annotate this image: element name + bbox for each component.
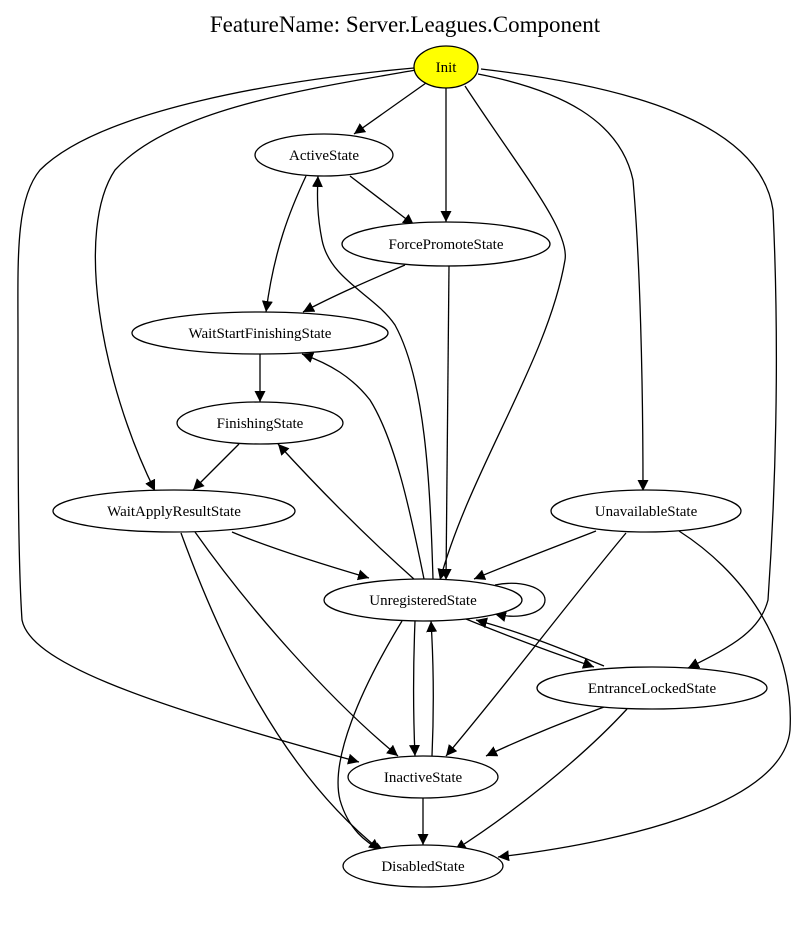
node-unavailable-state-label: UnavailableState — [595, 504, 698, 520]
edge-active-waitstartfinishing — [261, 175, 307, 313]
node-active-state-shape — [254, 133, 394, 177]
edge-unregistered-self — [494, 582, 546, 622]
edge-entrancelocked-inactive — [485, 706, 605, 757]
node-unregistered-state-label: UnregisteredState — [369, 593, 477, 609]
node-unavailable-state: UnavailableState — [550, 489, 742, 533]
nodes: Init ActiveState ForcePromoteState WaitS… — [52, 45, 768, 888]
edge-waitapplyresult-disabled — [180, 532, 381, 851]
node-init-shape — [413, 45, 479, 89]
node-init: Init — [413, 45, 479, 89]
edge-waitapplyresult-inactive — [194, 531, 399, 757]
node-inactive-state-label: InactiveState — [384, 770, 463, 786]
node-disabled-state: DisabledState — [342, 844, 504, 888]
node-finishing-state-label: FinishingState — [217, 416, 304, 432]
edge-inactive-unregistered — [426, 620, 438, 757]
edge-forcepromote-waitstartfinishing — [302, 264, 406, 313]
node-init-label: Init — [436, 60, 458, 76]
node-forcepromote-state: ForcePromoteState — [341, 221, 551, 267]
node-forcepromote-state-label: ForcePromoteState — [389, 237, 504, 253]
node-waitapplyresult-state: WaitApplyResultState — [52, 489, 296, 533]
node-unregistered-state-shape — [323, 578, 523, 622]
edge-finishing-waitapplyresult — [192, 443, 240, 491]
node-active-state-label: ActiveState — [289, 148, 359, 164]
edge-unavailable-inactive — [445, 532, 627, 757]
node-waitstartfinishing-state-label: WaitStartFinishingState — [189, 326, 332, 342]
node-disabled-state-shape — [342, 844, 504, 888]
edge-forcepromote-unregistered — [440, 265, 452, 581]
diagram-title: FeatureName: Server.Leagues.Component — [210, 12, 601, 37]
edge-unavailable-unregistered — [473, 530, 597, 580]
edge-init-entrancelocked — [480, 68, 778, 669]
edge-init-active — [353, 82, 427, 135]
edge-unregistered-inactive — [409, 620, 421, 757]
edge-unregistered-disabled — [337, 620, 403, 853]
edge-init-inactive — [17, 67, 415, 765]
edges — [17, 67, 791, 862]
edge-init-unavailable — [477, 73, 649, 492]
edge-init-waitapplyresult — [94, 69, 417, 492]
node-forcepromote-state-shape — [341, 221, 551, 267]
node-entrancelocked-state-shape — [536, 666, 768, 710]
node-finishing-state-shape — [176, 401, 344, 445]
node-unavailable-state-shape — [550, 489, 742, 533]
node-waitapplyresult-state-shape — [52, 489, 296, 533]
edge-init-unregistered — [437, 85, 566, 581]
edge-active-forcepromote — [349, 175, 415, 226]
edge-unregistered-entrancelocked — [465, 618, 595, 669]
edge-unregistered-finishing — [277, 443, 416, 581]
node-waitapplyresult-state-label: WaitApplyResultState — [107, 504, 241, 520]
node-entrancelocked-state-label: EntranceLockedState — [588, 681, 717, 697]
node-waitstartfinishing-state: WaitStartFinishingState — [131, 311, 389, 355]
edge-unavailable-disabled — [497, 530, 791, 862]
edge-unregistered-waitstartfinishing — [301, 352, 425, 580]
node-disabled-state-label: DisabledState — [381, 859, 465, 875]
node-waitstartfinishing-state-shape — [131, 311, 389, 355]
edge-entrancelocked-unregistered — [475, 617, 605, 667]
node-unregistered-state: UnregisteredState — [323, 578, 523, 622]
node-finishing-state: FinishingState — [176, 401, 344, 445]
edge-entrancelocked-disabled — [454, 708, 628, 851]
node-inactive-state: InactiveState — [347, 755, 499, 799]
node-active-state: ActiveState — [254, 133, 394, 177]
node-inactive-state-shape — [347, 755, 499, 799]
edge-unregistered-active — [311, 175, 434, 580]
node-entrancelocked-state: EntranceLockedState — [536, 666, 768, 710]
edge-waitapplyresult-unregistered — [231, 531, 370, 581]
